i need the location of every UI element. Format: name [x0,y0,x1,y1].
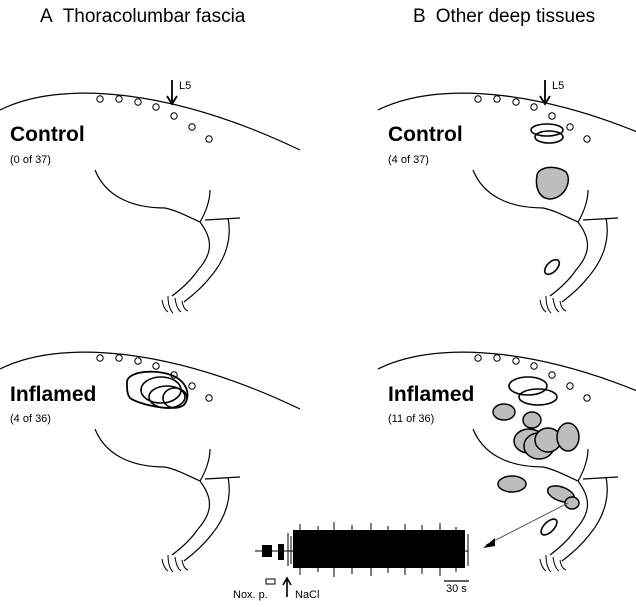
a-control-label: Control [10,123,85,147]
b-control-count: (4 of 37) [388,154,429,166]
pointer-arrow [486,503,568,545]
nacl-injection-arrow [283,578,291,597]
receptive-field [519,389,557,405]
a-inflamed-count: (4 of 36) [10,413,51,425]
noxious-pressure-marker [266,579,275,584]
pointer-arrowhead [483,538,495,548]
receptive-field [509,377,547,395]
receptive-field [535,131,563,143]
receptive-field [557,423,579,451]
noxious-pressure-label: Nox. p. [233,589,268,601]
receptive-field [523,412,541,428]
nacl-label: NaCl [295,589,319,601]
receptive-field [542,257,562,277]
receptive-field [538,516,559,537]
receptive-field [536,167,568,199]
b-inflamed-count: (11 of 36) [388,413,434,425]
spike-trace [255,522,468,577]
receptive-field [163,388,187,408]
receptive-field [141,377,181,403]
b-inflamed-label: Inflamed [388,383,474,407]
receptive-field [493,404,515,420]
a-inflamed-label: Inflamed [10,383,96,407]
l5-arrow-b [540,80,550,104]
a-control-count: (0 of 37) [10,154,51,166]
time-scale-label: 30 s [446,583,467,595]
l5-label-a: L5 [179,80,191,92]
l5-arrow-a [167,80,177,104]
l5-label-b: L5 [552,80,564,92]
b-control-label: Control [388,123,463,147]
receptive-field [498,476,526,492]
